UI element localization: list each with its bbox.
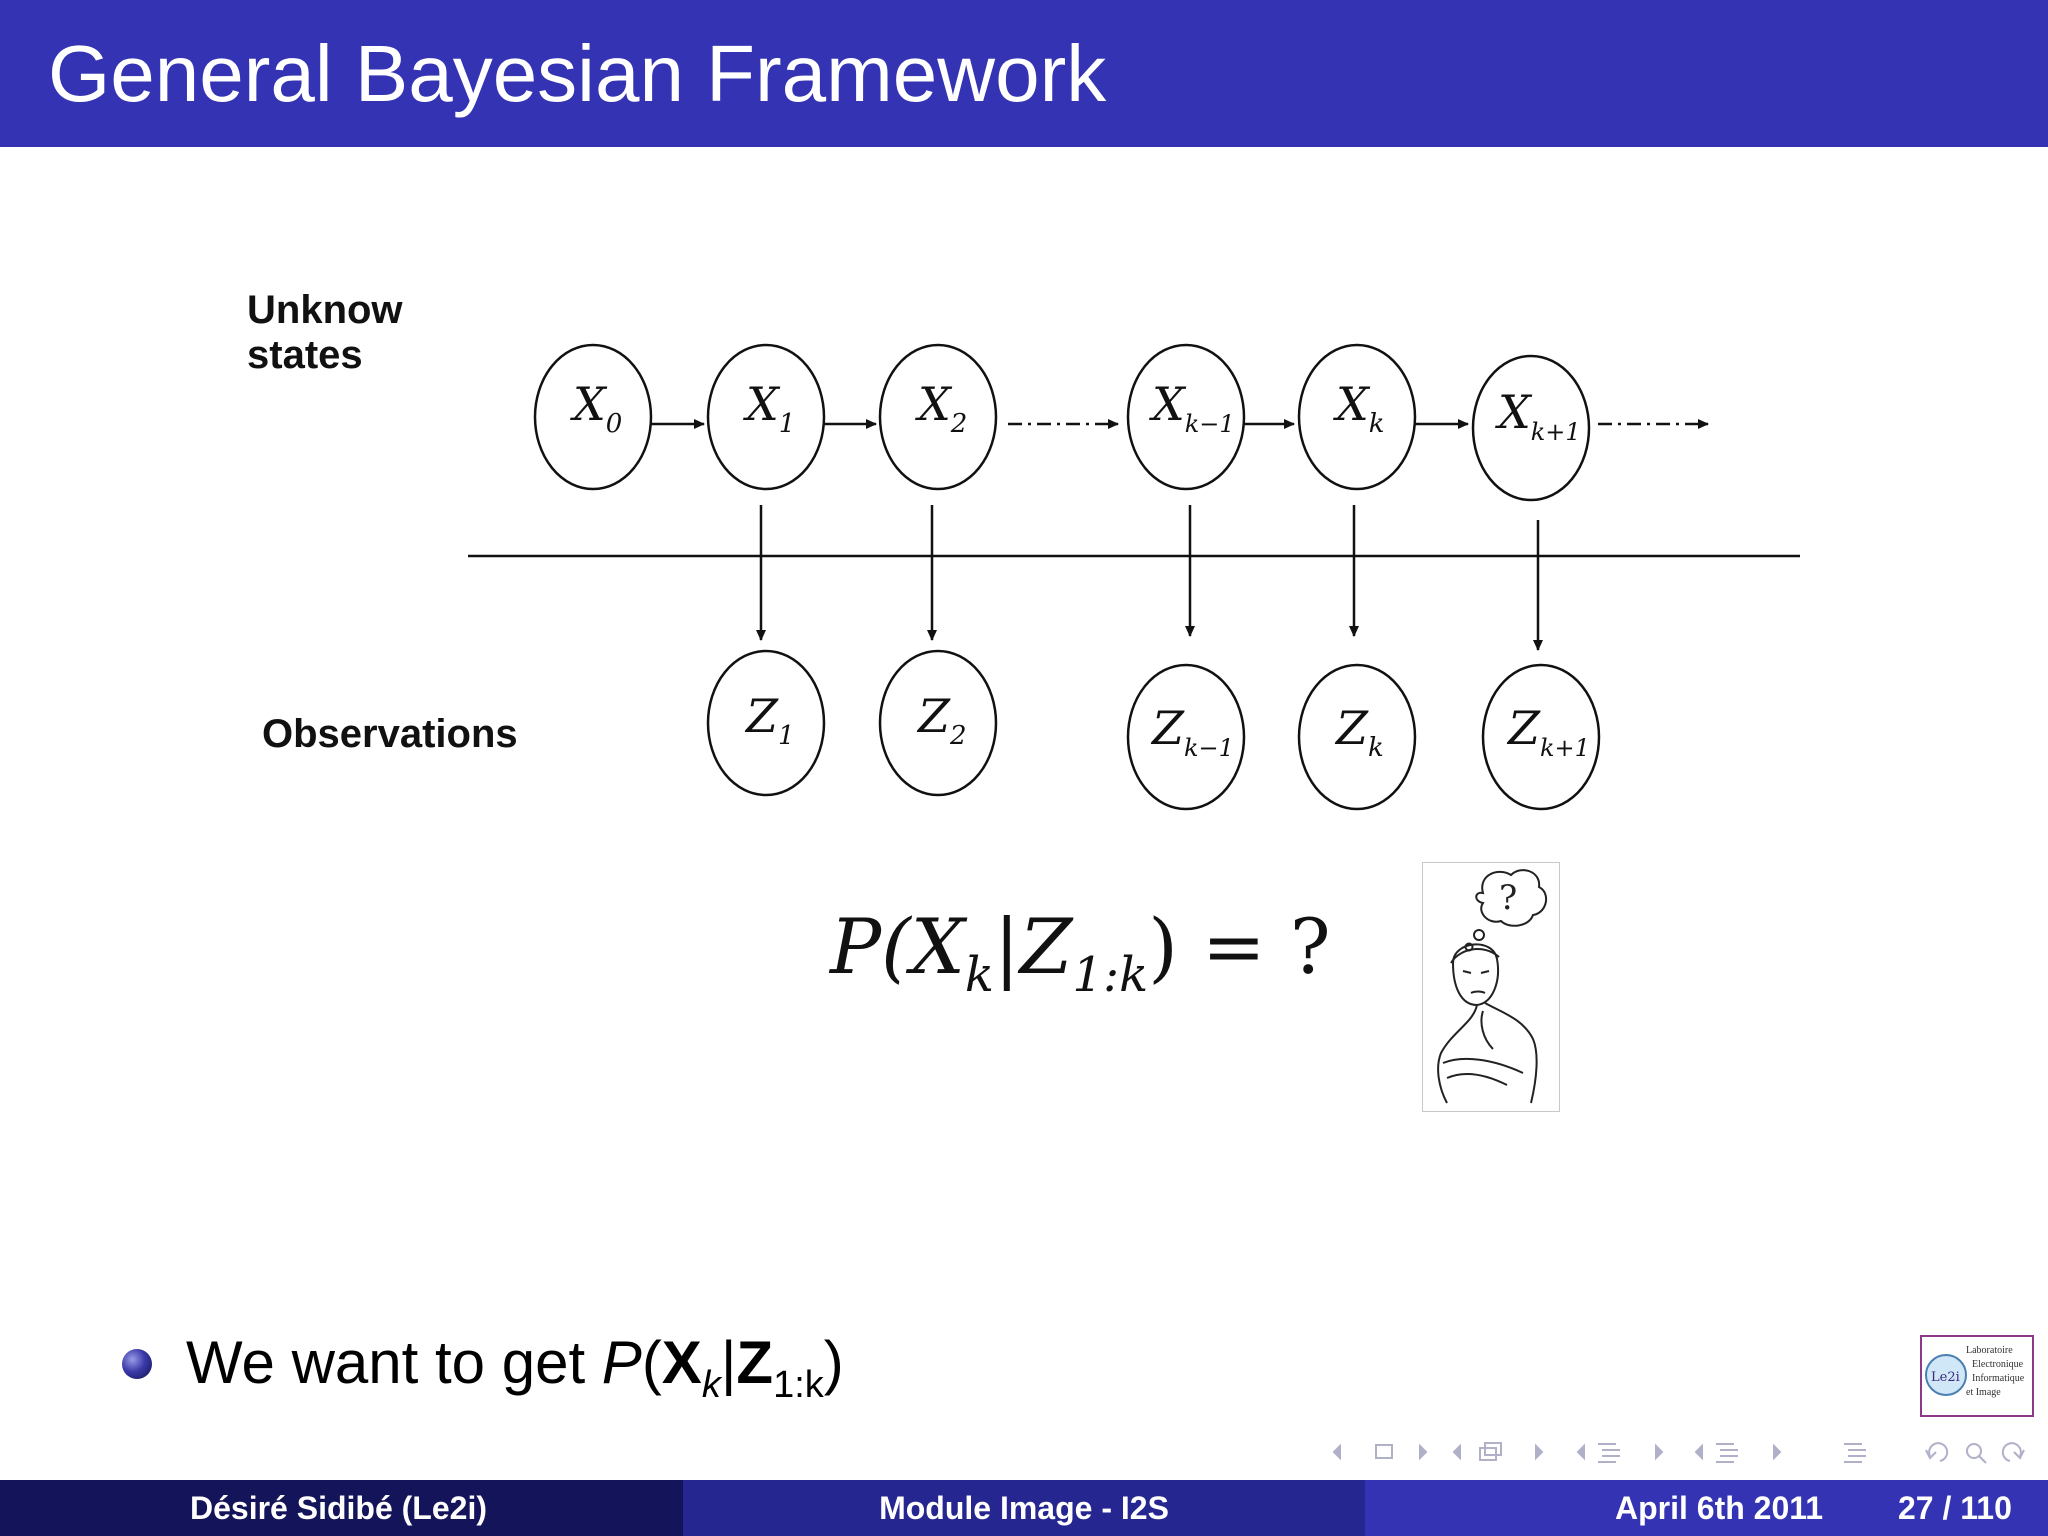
state-node-xk-1 [1126,343,1246,491]
navigation-bar [1330,1434,2030,1479]
bullet-text: We want to get P(Xk|Z1:k) [186,1329,844,1406]
footer-author-section: Désiré Sidibé (Le2i) [0,1480,683,1536]
bullet-point [122,1349,152,1379]
nav-doc-next-icon[interactable] [1773,1443,1782,1461]
svg-text:Laboratoire: Laboratoire [1966,1345,2013,1356]
footer-date: April 6th 2011 [1615,1490,1824,1526]
nav-frame-prev-icon[interactable] [1332,1443,1341,1461]
thought-bubble [1475,869,1548,927]
footer-bar: Désiré Sidibé (Le2i) Module Image - I2S … [0,1480,2048,1536]
footer-course: Module Image - I2S [683,1480,1365,1536]
svg-text:Z2: Z2 [916,689,967,751]
svg-text:P(Xk|Z1:k) = ?: P(Xk|Z1:k) = ? [828,902,1331,1003]
nav-subsection-next-icon[interactable] [1535,1443,1544,1461]
nav-frame-icon[interactable] [1375,1444,1393,1459]
thinking-person-icon: ? [1422,862,1560,1112]
footer-page-number: 27 / 110 [1898,1490,2012,1526]
svg-text:Zk: Zk [1334,701,1384,763]
nav-search-icon[interactable] [1966,1443,1987,1464]
label-observations: Observations [262,712,518,756]
state-node-x1 [706,343,826,491]
svg-text:Xk: Xk [1333,377,1385,439]
nav-forward-icon[interactable] [2001,1442,2025,1462]
svg-text:Informatique: Informatique [1972,1373,2025,1384]
svg-text:Zk−1: Zk−1 [1150,701,1234,762]
footer-date-section: April 6th 2011 27 / 110 [1365,1480,2048,1536]
svg-text:Z1: Z1 [744,689,795,751]
svg-text:Zk+1: Zk+1 [1506,701,1590,762]
svg-text:Electronique: Electronique [1972,1359,2024,1370]
nav-appendix-icon[interactable] [1844,1443,1866,1463]
nav-subsection-icon[interactable] [1479,1442,1502,1461]
nav-frame-next-icon[interactable] [1419,1443,1428,1461]
le2i-logo: Le2i Laboratoire Electronique Informatiq… [1920,1335,2034,1417]
obs-node-zk-1 [1126,663,1246,811]
footer-author: Désiré Sidibé (Le2i) [190,1490,487,1526]
nav-back-icon[interactable] [1925,1442,1949,1462]
svg-text:?: ? [1499,878,1517,918]
slide-title: General Bayesian Framework [48,29,1107,118]
posterior-formula: P(Xk|Z1:k) = ? [826,893,1346,1028]
state-node-x2 [878,343,998,491]
diagram-graph: X0 X1 X2 Xk−1 Xk Xk+1 Z1 Z2 Zk−1 Zk Zk+1 [468,343,1800,811]
state-node-x0 [533,343,653,491]
svg-text:X2: X2 [915,377,967,439]
state-node-xk [1297,343,1417,491]
title-bar: General Bayesian Framework [0,0,2048,147]
svg-text:X1: X1 [743,377,795,439]
svg-text:X0: X0 [570,377,622,439]
nav-section-next-icon[interactable] [1655,1443,1664,1461]
svg-text:Xk−1: Xk−1 [1149,377,1235,438]
obs-node-z2 [878,649,998,797]
svg-text:Xk+1: Xk+1 [1495,385,1581,446]
label-unknown-states: Unknow states [247,288,403,377]
svg-text:Le2i: Le2i [1931,1370,1960,1385]
nav-doc-prev-icon[interactable] [1694,1443,1703,1461]
obs-node-z1 [706,649,826,797]
svg-text:et Image: et Image [1966,1387,2001,1398]
nav-doc-icon[interactable] [1716,1443,1738,1463]
nav-subsection-prev-icon[interactable] [1452,1443,1461,1461]
nav-section-icon[interactable] [1598,1443,1620,1463]
state-node-xk+1 [1471,354,1591,502]
nav-section-prev-icon[interactable] [1576,1443,1585,1461]
obs-node-zk+1 [1481,663,1601,811]
obs-node-zk [1297,663,1417,811]
